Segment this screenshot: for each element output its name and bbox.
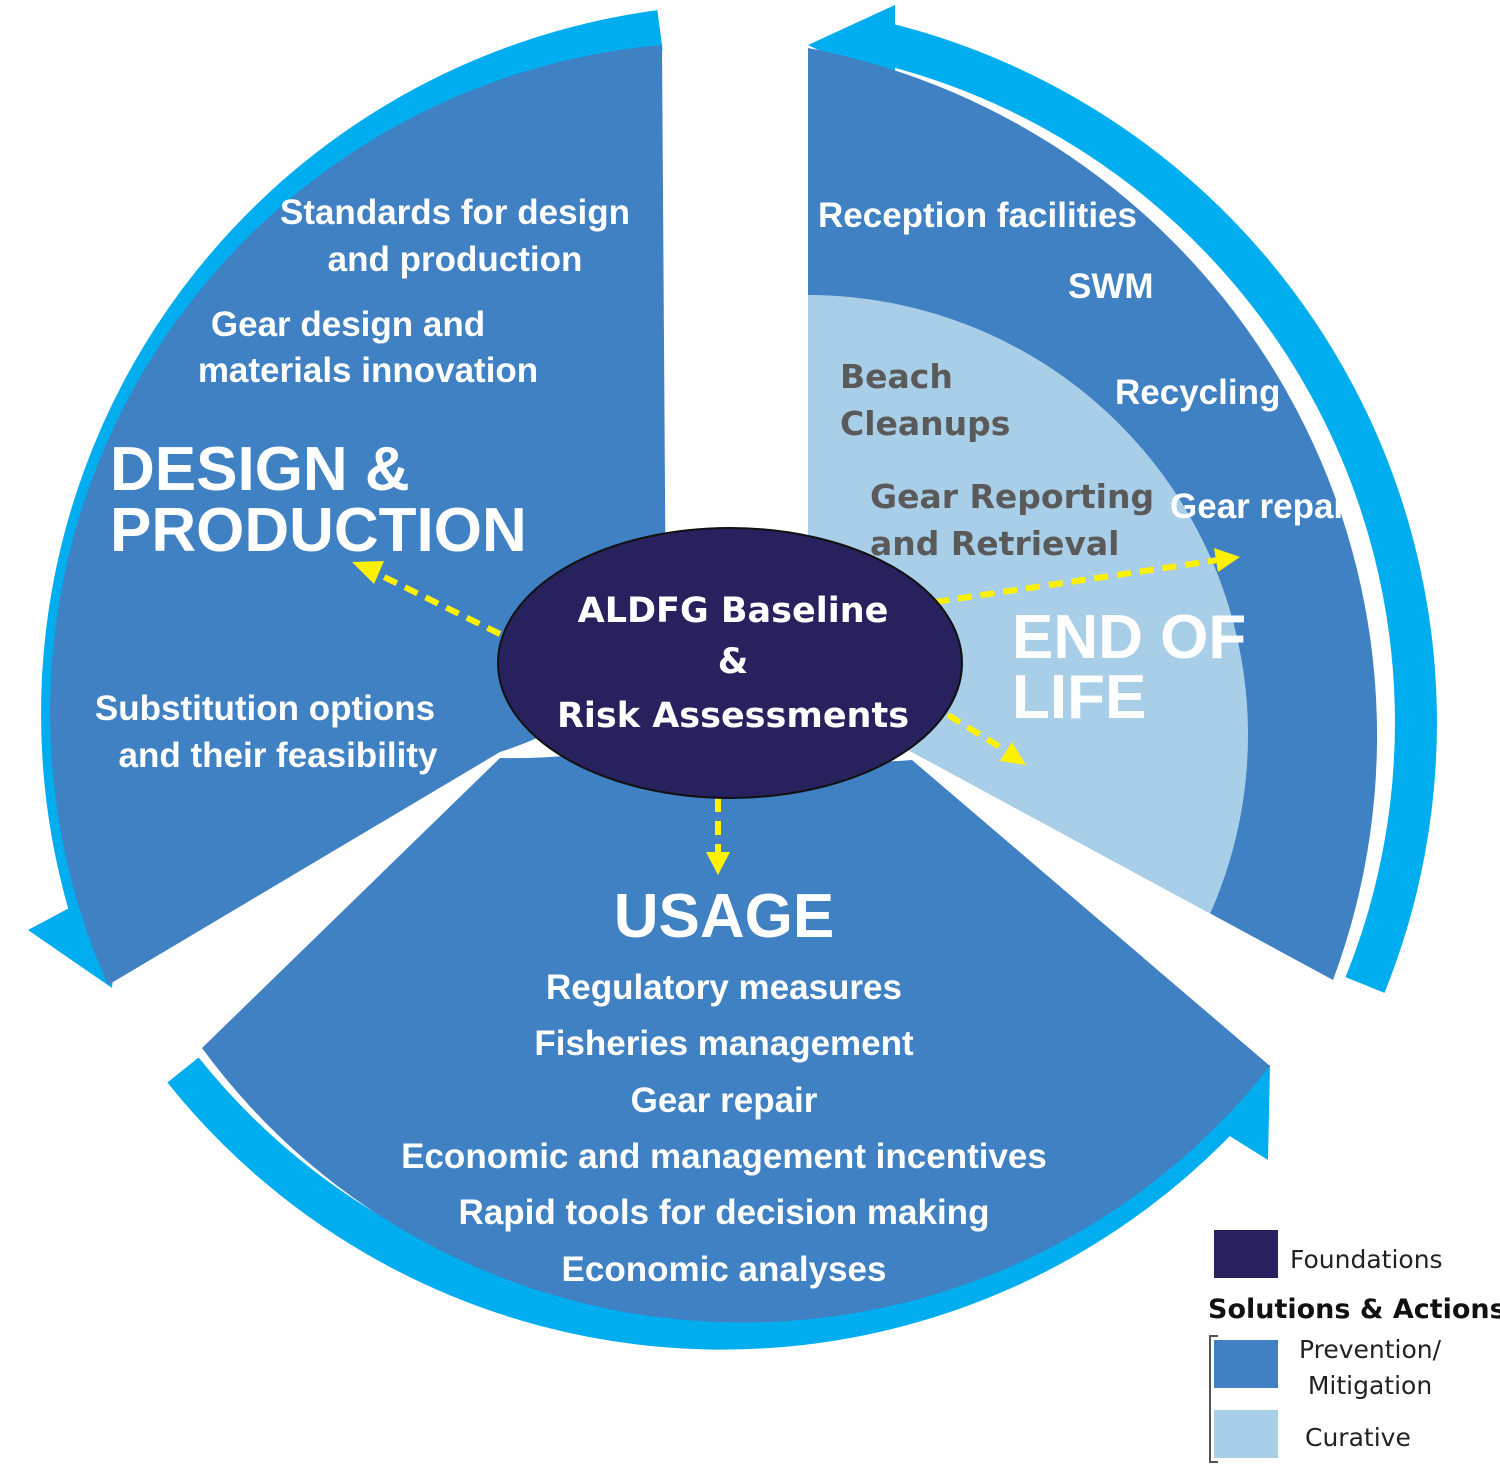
eol-item-gear-repair: Gear repair: [1170, 487, 1357, 526]
legend-label-prevention-2: Mitigation: [1308, 1371, 1432, 1400]
usage-item-fisheries: Fisheries management: [534, 1024, 914, 1063]
legend-swatch-foundations: [1214, 1230, 1278, 1278]
design-item-substitution-1: Substitution options: [95, 689, 435, 728]
legend-label-prevention-1: Prevention/: [1299, 1335, 1442, 1364]
dashed-arrows: [376, 557, 1219, 856]
legend-swatch-curative: [1214, 1410, 1278, 1458]
design-item-standards-1: Standards for design: [280, 193, 630, 232]
eol-title-line-1: END OF: [1012, 603, 1246, 672]
sector-usage: [202, 720, 1270, 1323]
eol-curative-retrieval: and Retrieval: [870, 524, 1120, 563]
usage-item-economic: Economic analyses: [562, 1250, 887, 1289]
design-item-gear-design-2: materials innovation: [198, 351, 538, 390]
design-title-line-1: DESIGN &: [110, 435, 410, 504]
eol-item-reception: Reception facilities: [818, 196, 1137, 235]
eol-curative-gear-reporting: Gear Reporting: [870, 477, 1154, 516]
dashed-arrow-curative: [946, 712, 1010, 755]
design-item-gear-design-1: Gear design and: [211, 305, 485, 344]
dashed-arrowheads: [352, 548, 1240, 875]
arrowhead-curative-dash: [1000, 742, 1026, 765]
usage-item-gear-repair: Gear repair: [631, 1081, 818, 1120]
center-line-3: Risk Assessments: [557, 696, 909, 736]
design-item-standards-2: and production: [328, 240, 583, 279]
usage-item-rapid-tools: Rapid tools for decision making: [459, 1193, 990, 1232]
eol-item-recycling: Recycling: [1115, 373, 1280, 412]
arrowhead-design-dash: [352, 561, 384, 584]
usage-item-regulatory: Regulatory measures: [546, 968, 902, 1007]
center-line-1: ALDFG Baseline: [578, 591, 889, 631]
legend: Foundations Solutions & Actions Preventi…: [1208, 1230, 1500, 1463]
legend-label-curative: Curative: [1305, 1423, 1411, 1452]
eol-item-swm: SWM: [1068, 267, 1154, 306]
eol-curative-cleanups: Cleanups: [840, 404, 1010, 443]
arrowhead-usage-dash: [706, 852, 730, 875]
usage-title: USAGE: [614, 882, 834, 951]
ring-arc-end-of-life: [865, 19, 1437, 993]
center-line-2: &: [718, 642, 749, 682]
legend-label-foundations: Foundations: [1290, 1245, 1443, 1274]
dashed-arrow-recycling: [934, 557, 1219, 605]
design-title-line-2: PRODUCTION: [110, 496, 527, 565]
eol-title-line-2: LIFE: [1012, 663, 1146, 732]
usage-item-incentives: Economic and management incentives: [401, 1137, 1047, 1176]
foundation-ellipse: [497, 527, 963, 799]
sector-design-production: [50, 45, 667, 985]
legend-bracket: [1209, 1335, 1218, 1463]
arrowhead-recycling-dash: [1214, 548, 1240, 572]
eol-curative-beach: Beach: [840, 357, 953, 396]
legend-swatch-prevention: [1214, 1340, 1278, 1388]
legend-heading: Solutions & Actions: [1208, 1294, 1500, 1325]
design-item-substitution-2: and their feasibility: [119, 736, 438, 775]
